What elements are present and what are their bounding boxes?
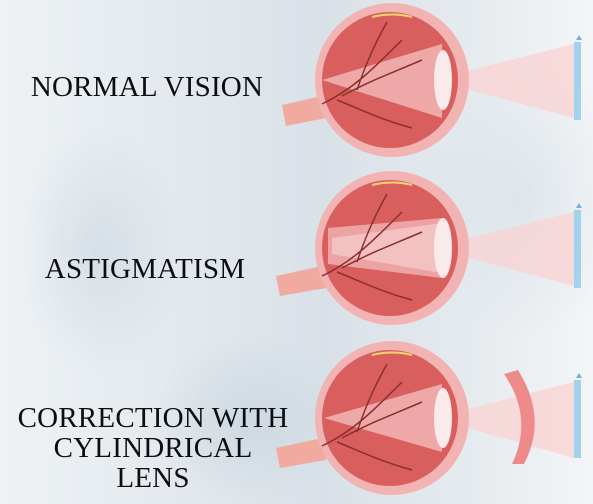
correction-label: CORRECTION WITH CYLINDRICAL LENS [8,403,298,493]
astigmatism-eye-diagram [276,168,593,333]
normal-eye-diagram [282,0,593,165]
screen-marker-icon [576,373,582,378]
optic-nerve [276,438,326,468]
viewing-screen [574,42,581,120]
normal-vision-label: NORMAL VISION [22,72,272,102]
crystalline-lens [434,218,452,278]
viewing-screen [574,380,581,458]
corrected-eye-diagram [276,340,593,504]
correction-label-line-3: LENS [8,463,298,493]
astigmatism-label: ASTIGMATISM [40,254,250,284]
crystalline-lens [434,50,452,110]
correction-label-line-1: CORRECTION WITH [8,403,298,433]
screen-marker-icon [576,203,582,208]
crystalline-lens [434,388,452,448]
viewing-screen [574,210,581,288]
correction-label-line-2: CYLINDRICAL [8,433,298,463]
screen-marker-icon [576,35,582,40]
